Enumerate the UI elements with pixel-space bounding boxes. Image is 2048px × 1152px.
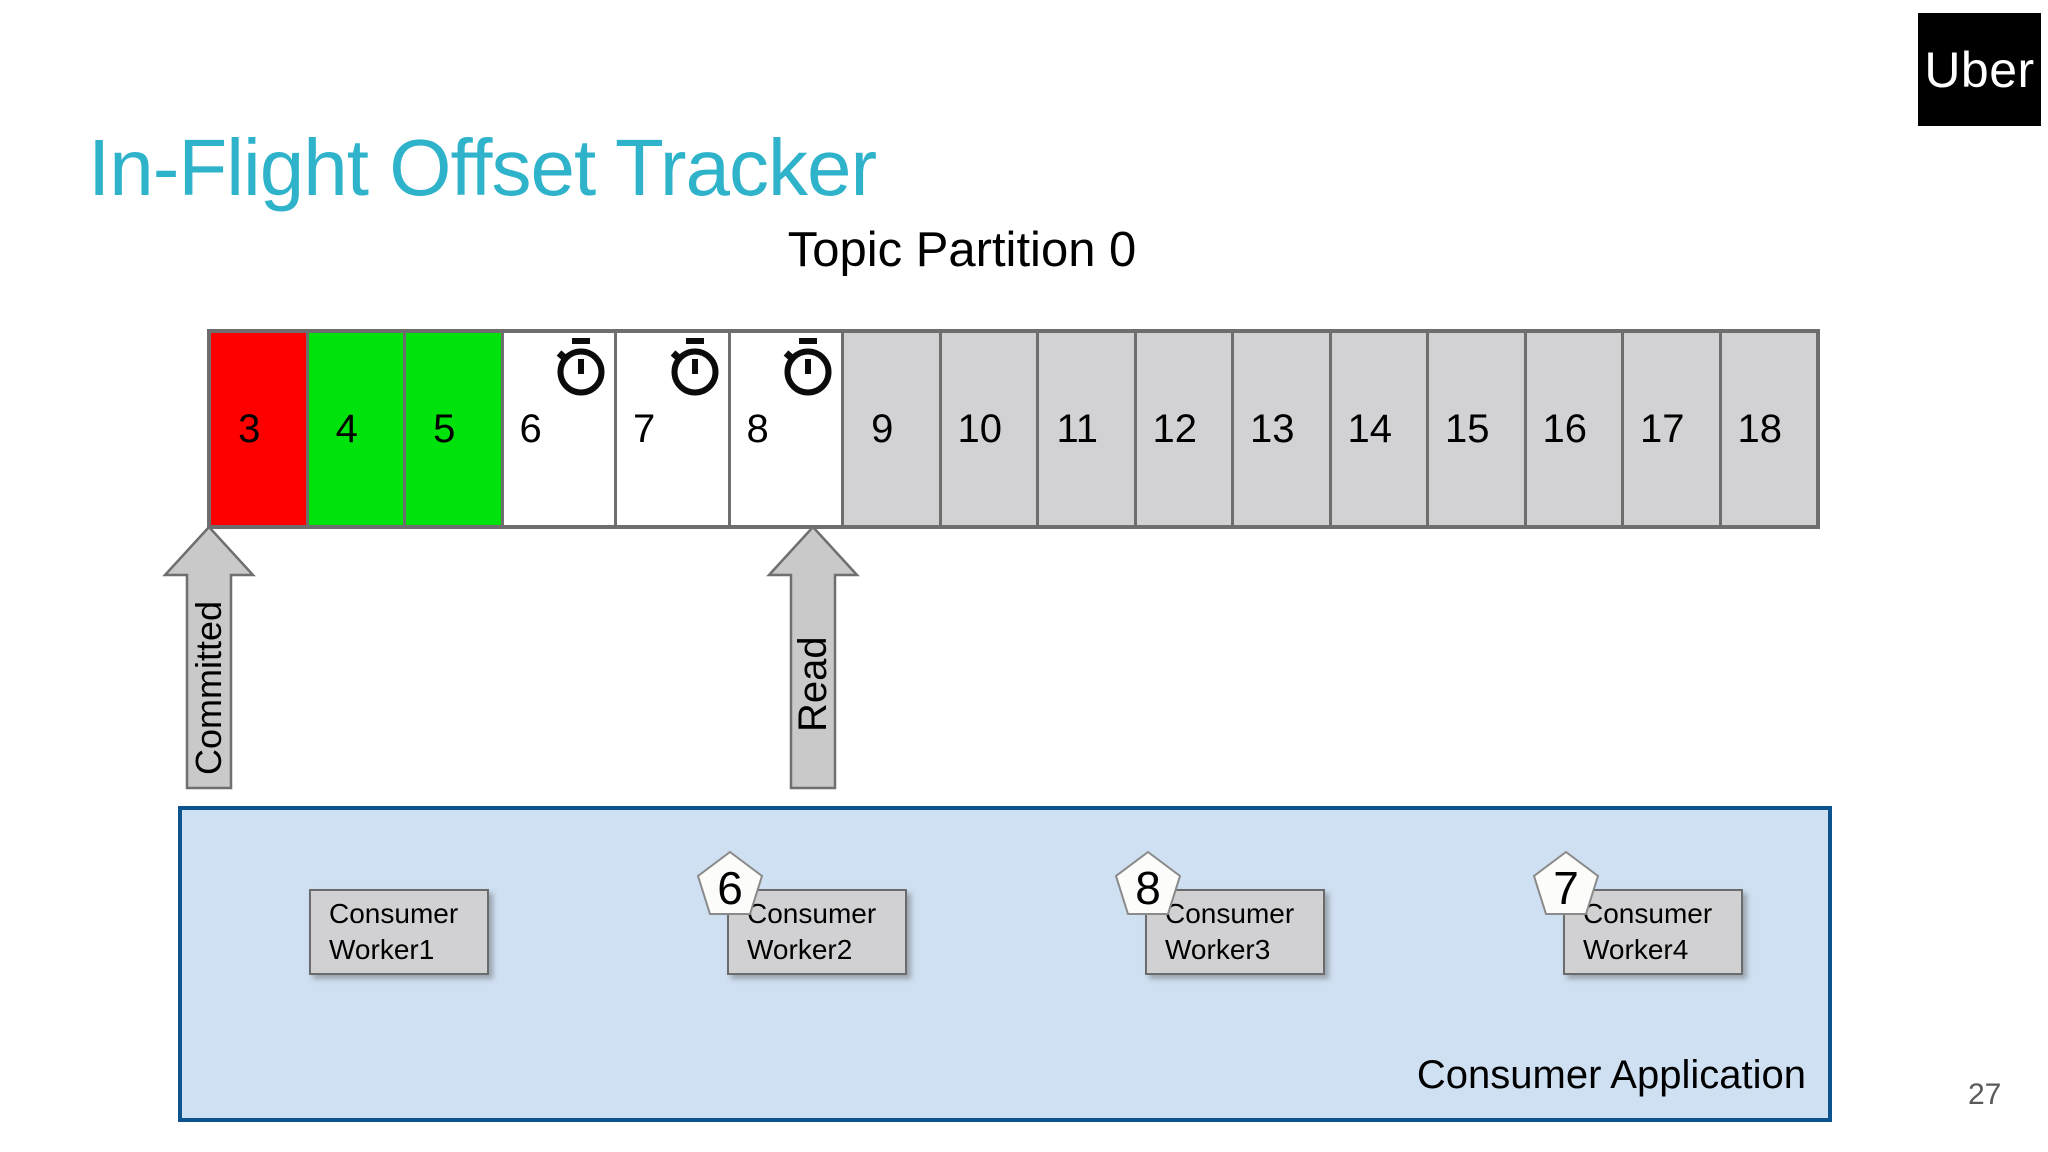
consumer-worker: 7 Consumer Worker4 bbox=[1532, 850, 1743, 975]
uber-logo-text: Uber bbox=[1924, 41, 2035, 98]
partition-cell: 12 bbox=[1136, 333, 1231, 525]
read-pointer-arrow: Read bbox=[766, 525, 860, 790]
partition-cell: 3 bbox=[211, 333, 306, 525]
partition-cell-number: 11 bbox=[1056, 406, 1099, 451]
partition-cell-number: 9 bbox=[871, 406, 894, 451]
consumer-application-label: Consumer Application bbox=[1416, 1053, 1806, 1097]
uber-logo: Uber bbox=[1918, 13, 2041, 126]
page-number: 27 bbox=[1968, 1078, 2002, 1111]
offset-badge-number: 6 bbox=[717, 862, 743, 914]
committed-label: Committed bbox=[188, 601, 229, 775]
offset-badge: 6 bbox=[696, 850, 764, 916]
partition-cell: 6 bbox=[503, 333, 614, 525]
read-label: Read bbox=[791, 636, 835, 732]
partition-cell-number: 17 bbox=[1640, 406, 1685, 451]
partition-cell-number: 6 bbox=[519, 406, 542, 451]
partition-cell-number: 10 bbox=[957, 406, 1003, 451]
partition-cell: 13 bbox=[1234, 333, 1329, 525]
offset-badge: 8 bbox=[1114, 850, 1182, 916]
partition-cell-number: 13 bbox=[1250, 406, 1295, 451]
partition-strip: 3 4 5 6 7 8 9 10 11 12 13 14 15 16 bbox=[207, 329, 1820, 529]
partition-cell-number: 15 bbox=[1445, 406, 1490, 451]
partition-cell: 15 bbox=[1429, 333, 1524, 525]
consumer-worker: Consumer Worker1 bbox=[309, 889, 489, 975]
partition-cell-number: 8 bbox=[746, 406, 769, 451]
partition-cell: 18 bbox=[1721, 333, 1816, 525]
worker-label-line1: Consumer bbox=[1165, 898, 1295, 930]
partition-cell-number: 12 bbox=[1152, 406, 1198, 451]
partition-cell: 4 bbox=[308, 333, 403, 525]
partition-cell: 16 bbox=[1526, 333, 1621, 525]
partition-title: Topic Partition 0 bbox=[787, 223, 1137, 277]
consumer-application-box: Consumer Application Consumer Worker1 6 … bbox=[178, 806, 1832, 1122]
stopwatch-icon bbox=[783, 338, 832, 396]
partition-cell-number: 7 bbox=[633, 406, 656, 451]
partition-cell-number: 16 bbox=[1542, 406, 1588, 451]
committed-pointer-arrow: Committed bbox=[162, 525, 256, 790]
partition-cell-number: 3 bbox=[238, 406, 261, 451]
consumer-worker: 8 Consumer Worker3 bbox=[1114, 850, 1325, 975]
partition-cell: 11 bbox=[1039, 333, 1134, 525]
offset-badge: 7 bbox=[1532, 850, 1600, 916]
offset-badge-number: 7 bbox=[1553, 862, 1579, 914]
pentagon-icon bbox=[1114, 850, 1182, 915]
worker-label-line2: Worker4 bbox=[1583, 934, 1689, 965]
slide-title: In-Flight Offset Tracker bbox=[88, 123, 877, 212]
consumer-worker: 6 Consumer Worker2 bbox=[696, 850, 907, 975]
worker-label-line1: Consumer bbox=[1583, 898, 1713, 930]
worker-label-line2: Worker3 bbox=[1165, 934, 1271, 965]
partition-cell: 10 bbox=[941, 333, 1036, 525]
worker-label-line2: Worker1 bbox=[329, 934, 435, 965]
pentagon-icon bbox=[1532, 850, 1600, 915]
partition-cell-number: 4 bbox=[335, 406, 358, 451]
partition-cell: 5 bbox=[406, 333, 501, 525]
worker-label-line1: Consumer bbox=[747, 898, 877, 930]
worker-label-line2: Worker2 bbox=[747, 934, 853, 965]
stopwatch-icon bbox=[670, 338, 718, 396]
partition-cell: 8 bbox=[730, 333, 841, 525]
worker-label-line1: Consumer bbox=[329, 898, 459, 930]
partition-cell-number: 18 bbox=[1737, 406, 1783, 451]
pentagon-icon bbox=[696, 850, 764, 915]
partition-cell: 9 bbox=[844, 333, 939, 525]
offset-badge-number: 8 bbox=[1135, 862, 1161, 914]
partition-cell: 7 bbox=[617, 333, 728, 525]
partition-cell-number: 14 bbox=[1347, 406, 1393, 451]
stopwatch-icon bbox=[556, 338, 605, 396]
partition-cell-number: 5 bbox=[433, 406, 456, 451]
partition-cell: 14 bbox=[1331, 333, 1426, 525]
partition-cell: 17 bbox=[1624, 333, 1719, 525]
